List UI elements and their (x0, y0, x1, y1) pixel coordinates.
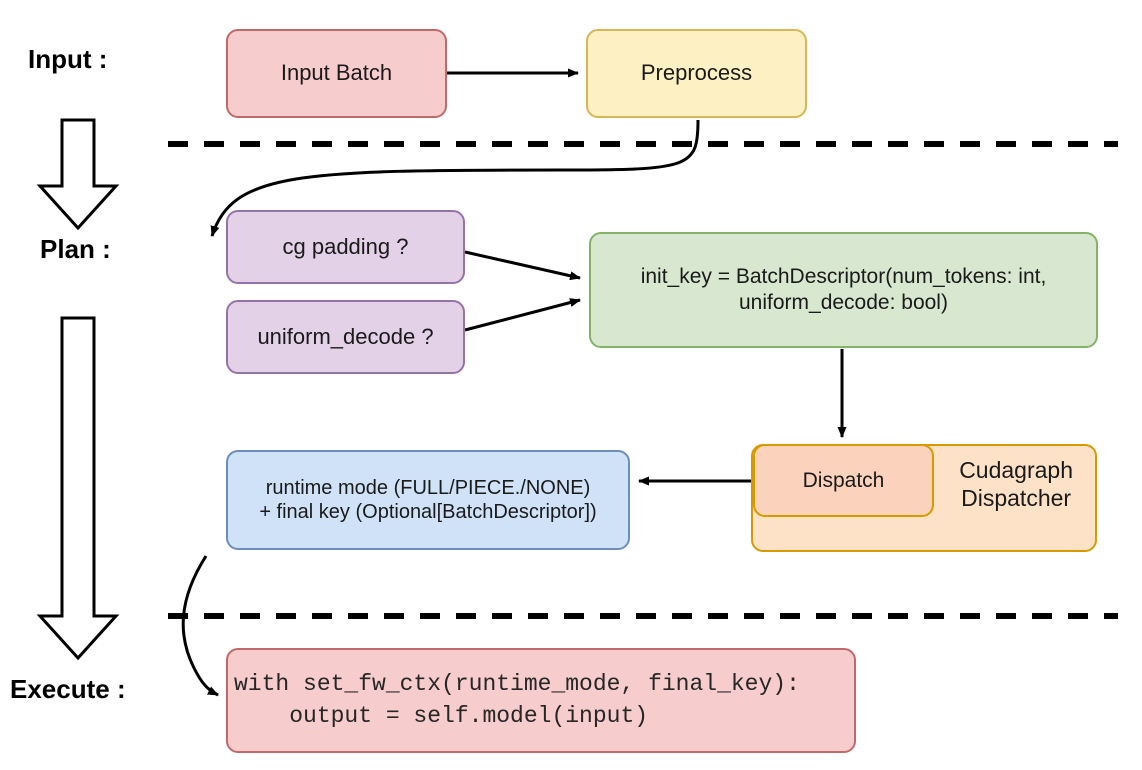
node-input-batch[interactable]: Input Batch (226, 29, 447, 118)
node-exec-code[interactable]: with set_fw_ctx(runtime_mode, final_key)… (226, 648, 856, 753)
node-exec-code-line1: with set_fw_ctx(runtime_mode, final_key)… (234, 671, 800, 698)
node-init-key-line2: uniform_decode: bool) (739, 291, 948, 314)
stage-arrow-plan-to-execute (36, 316, 120, 661)
node-dispatch[interactable]: Dispatch (753, 444, 934, 517)
node-uniform-decode[interactable]: uniform_decode ? (226, 300, 465, 374)
node-cg-padding-label: cg padding ? (282, 233, 409, 259)
node-exec-code-text: with set_fw_ctx(runtime_mode, final_key)… (234, 669, 800, 731)
edge-uniform-decode-to-init-key (464, 298, 581, 332)
stage-label-plan: Plan : (40, 234, 111, 264)
node-runtime-mode[interactable]: runtime mode (FULL/PIECE./NONE) + final … (226, 450, 630, 550)
node-cudagraph-dispatcher-line2: Dispatcher (961, 485, 1072, 512)
node-runtime-mode-line2: + final key (Optional[BatchDescriptor]) (259, 501, 597, 523)
stage-label-input: Input : (28, 44, 108, 74)
stage-label-execute: Execute : (10, 674, 126, 704)
node-exec-code-line2: output = self.model(input) (234, 702, 649, 729)
node-init-key-line1: init_key = BatchDescriptor(num_tokens: i… (640, 265, 1047, 289)
edge-cg-padding-to-init-key (464, 250, 581, 281)
node-dispatch-label: Dispatch (802, 468, 885, 492)
node-preprocess[interactable]: Preprocess (586, 29, 807, 118)
node-uniform-decode-label: uniform_decode ? (257, 323, 434, 349)
edge-runtime-mode-to-exec-code (181, 555, 219, 697)
node-init-key-text: init_key = BatchDescriptor(num_tokens: i… (641, 264, 1047, 315)
node-cudagraph-dispatcher-text: Cudagraph Dispatcher (959, 456, 1073, 512)
node-cg-padding[interactable]: cg padding ? (226, 210, 465, 284)
node-init-key[interactable]: init_key = BatchDescriptor(num_tokens: i… (589, 232, 1098, 348)
node-preprocess-label: Preprocess (640, 60, 753, 86)
node-cudagraph-dispatcher-line1: Cudagraph (959, 457, 1073, 483)
node-runtime-mode-text: runtime mode (FULL/PIECE./NONE) + final … (259, 476, 596, 525)
node-runtime-mode-line1: runtime mode (FULL/PIECE./NONE) (265, 476, 591, 499)
node-input-batch-label: Input Batch (280, 60, 393, 86)
stage-arrow-input-to-plan (36, 118, 120, 231)
